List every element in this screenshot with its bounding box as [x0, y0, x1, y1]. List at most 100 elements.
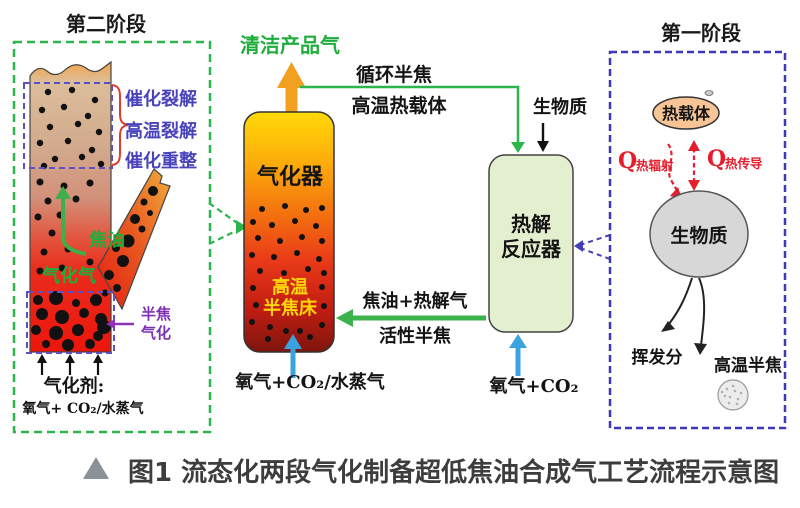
- figure-caption: 图1 流态化两段气化制备超低焦油合成气工艺流程示意图: [128, 457, 779, 488]
- zone-label-catalytic-reforming: 催化重整: [125, 150, 197, 172]
- particle-dot: [31, 325, 41, 335]
- tar-gas-label: 焦油+热解气: [361, 290, 467, 312]
- particle-dot: [33, 295, 43, 305]
- particle-dot: [249, 319, 255, 325]
- particle-dot: [117, 255, 129, 267]
- particle-dot: [130, 214, 140, 224]
- riser-column: [29, 60, 112, 353]
- particle-dot: [735, 402, 739, 406]
- zone-label-thermal-cracking: 高温裂解: [125, 120, 197, 142]
- char-gasification-label-1: 半焦: [141, 305, 171, 323]
- hot-char-arrow: [698, 277, 706, 346]
- particle-dot: [294, 250, 300, 256]
- particle-dot: [93, 331, 103, 341]
- particle-dot: [316, 256, 322, 262]
- particle-dots-upper: [36, 86, 105, 170]
- pyrolyzer-feed-arrowhead: [509, 334, 527, 348]
- stage1-title: 第一阶段: [661, 21, 741, 45]
- particle-dot: [84, 112, 92, 120]
- q-conduction-sub: 热传导: [725, 156, 763, 171]
- stage2-boundary-box: [12, 40, 212, 434]
- particle-dot: [97, 160, 105, 168]
- pyrolyzer-name-2: 反应器: [501, 237, 562, 261]
- particle-dot: [739, 391, 743, 395]
- particle-dot: [74, 120, 82, 128]
- particle-dot: [112, 244, 120, 252]
- q-conduction-symbol: Q: [707, 146, 726, 172]
- bed-label-2: 半焦床: [263, 297, 318, 319]
- particle-dot: [277, 238, 283, 244]
- stage2-link-lines: [208, 202, 241, 245]
- particle-dot: [55, 310, 69, 324]
- particle-dot: [307, 334, 313, 340]
- particle-dot: [58, 264, 66, 272]
- particle-dot: [313, 223, 319, 229]
- particle-dot: [283, 328, 289, 334]
- product-gas-arrow-shaft: [285, 85, 298, 113]
- particle-dot: [282, 203, 288, 209]
- q-conduction-arrowhead-bottom: [688, 180, 700, 191]
- particle-dot: [64, 137, 72, 145]
- particle-dot: [259, 206, 265, 212]
- particle-dot: [267, 324, 273, 330]
- particle-dot: [720, 390, 724, 394]
- particle-dot: [95, 128, 103, 136]
- particle-dot: [250, 219, 256, 225]
- particle-dot: [42, 340, 50, 348]
- particle-dot: [38, 106, 46, 114]
- particle-dot: [253, 302, 259, 308]
- gasifier-name: 气化器: [256, 164, 324, 190]
- product-gas-arrowhead: [277, 62, 306, 88]
- biomass-label: 生物质: [670, 224, 727, 247]
- particle-dot: [49, 326, 63, 340]
- heat-carrier-small-particle: [704, 90, 714, 96]
- particle-dot: [90, 294, 102, 306]
- particle-dot: [303, 207, 309, 213]
- particle-dot: [60, 103, 68, 111]
- syngas-label: 气化气: [41, 265, 96, 287]
- reforming-zone-box: [23, 82, 113, 169]
- particle-dot: [72, 195, 80, 203]
- particle-dot: [85, 339, 95, 349]
- stage1-link-lines: [579, 234, 611, 260]
- particle-dot: [257, 268, 263, 274]
- particle-dot: [725, 387, 729, 391]
- particle-dot: [271, 254, 277, 260]
- particle-dot: [36, 178, 44, 186]
- particle-dot: [72, 299, 80, 307]
- hot-char-particle: [717, 379, 749, 411]
- gasifier-feed-label: 氧气+CO₂/水蒸气: [234, 371, 385, 393]
- particle-dot: [297, 328, 303, 334]
- heat-carrier-ellipse: [652, 96, 720, 130]
- particle-dot: [319, 238, 325, 244]
- particle-dots-gasifier: [249, 203, 327, 342]
- volatiles-arrow: [668, 277, 693, 325]
- particle-dot: [97, 320, 111, 334]
- particle-dot: [255, 235, 261, 241]
- hot-char-arrowhead: [694, 343, 707, 355]
- bed-label-1: 高温: [272, 276, 308, 298]
- particle-dot: [723, 394, 727, 398]
- particle-dot: [319, 284, 325, 290]
- particle-dot: [72, 324, 84, 336]
- particle-dot: [62, 339, 74, 351]
- particle-dot: [299, 234, 305, 240]
- pyrolyzer-vessel: [488, 154, 574, 333]
- biomass-in-label: 生物质: [533, 96, 587, 118]
- circulation-label-2: 高温热载体: [351, 94, 447, 117]
- particle-dot: [265, 336, 271, 342]
- zone-label-catalytic-cracking: 催化裂解: [125, 88, 197, 110]
- biomass-in-arrowhead: [537, 141, 549, 152]
- zone-brace: [111, 84, 129, 166]
- particle-dot: [148, 186, 158, 196]
- agent-arrowhead-1: [37, 354, 47, 363]
- particle-dot: [250, 285, 256, 291]
- particle-dot: [86, 179, 94, 187]
- q-conduction-arrowhead-top: [688, 140, 700, 151]
- particle-dot: [36, 308, 48, 320]
- particle-dot: [305, 266, 311, 272]
- particle-dots-middle: [34, 178, 94, 275]
- circulation-label-1: 循环半焦: [356, 63, 432, 86]
- particle-dot: [68, 86, 76, 94]
